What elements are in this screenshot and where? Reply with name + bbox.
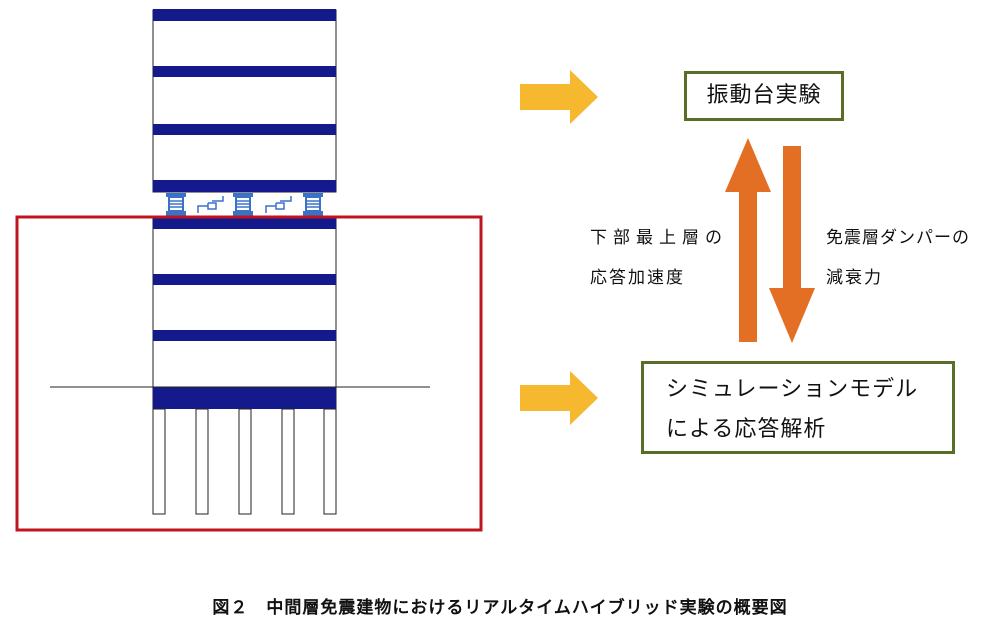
floor-slab — [153, 218, 336, 229]
upper-structure — [152, 9, 337, 193]
right-arrow-icon — [520, 70, 598, 124]
simulation-region-frame — [15, 215, 483, 532]
lower-structure — [152, 217, 337, 409]
pile — [238, 408, 252, 515]
floor-slab — [153, 66, 336, 77]
up-arrow-icon — [725, 138, 771, 342]
damper-force-label-line2: 減衰力 — [826, 268, 883, 288]
pile — [152, 408, 166, 515]
isolator — [233, 193, 253, 216]
isolator — [303, 193, 323, 216]
damper-force-label: 免震層ダンパーの 減衰力 — [826, 218, 970, 298]
simulation-model-label-line1: シミュレーションモデル — [666, 377, 919, 402]
pile — [195, 408, 209, 515]
right-arrow-icon — [520, 371, 598, 425]
floor-slab — [153, 9, 336, 21]
isolator — [166, 193, 186, 216]
pile — [323, 408, 337, 515]
foundation-slab — [153, 387, 336, 409]
floor-slab — [153, 330, 336, 341]
shake-table-test-label: 振動台実験 — [706, 83, 822, 108]
building — [152, 9, 337, 515]
acceleration-label-line1: 下部最上層の — [590, 228, 728, 248]
simulation-model-label-line2: による応答解析 — [666, 417, 827, 442]
floor-slab — [153, 274, 336, 285]
damper — [265, 196, 292, 213]
floor-slab — [153, 180, 336, 192]
pile — [281, 408, 295, 515]
acceleration-label: 下部最上層の 応答加速度 — [590, 218, 728, 298]
shake-table-test-box: 振動台実験 — [684, 71, 844, 121]
figure-caption: 図２ 中間層免震建物におけるリアルタイムハイブリッド実験の概要図 — [212, 598, 788, 618]
damper-force-label-line1: 免震層ダンパーの — [826, 228, 970, 248]
damper — [197, 196, 224, 213]
simulation-model-box: シミュレーションモデル による応答解析 — [641, 361, 955, 454]
down-arrow-icon — [769, 146, 815, 343]
acceleration-label-line2: 応答加速度 — [590, 268, 685, 288]
floor-slab — [153, 124, 336, 135]
